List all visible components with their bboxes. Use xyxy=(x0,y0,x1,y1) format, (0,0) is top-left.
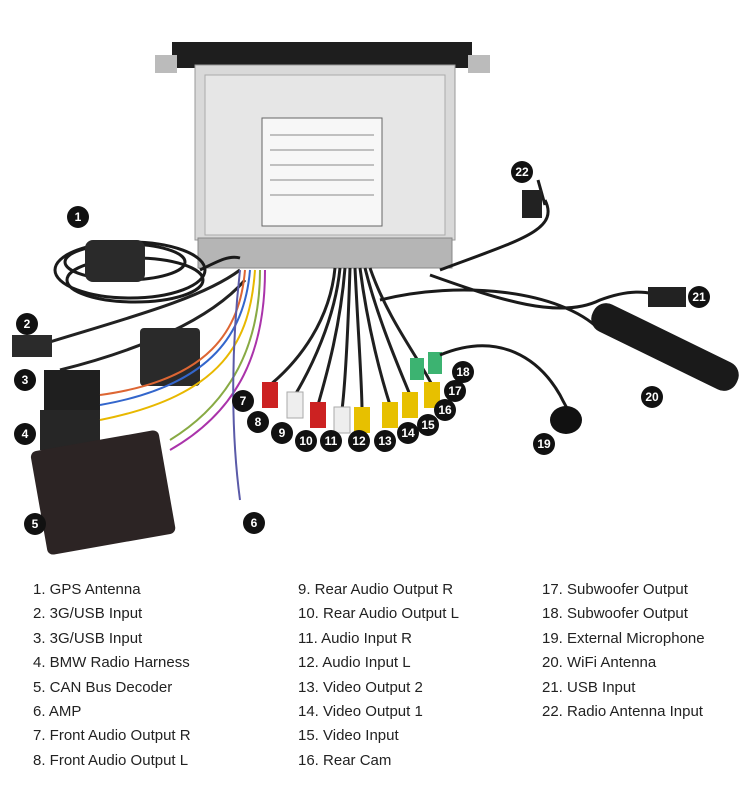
callout-badge-4: 4 xyxy=(14,423,36,445)
callout-badge-17: 17 xyxy=(444,380,466,402)
legend-item: 15. Video Input xyxy=(298,727,399,745)
legend-item: 6. AMP xyxy=(33,702,82,720)
callout-badge-5: 5 xyxy=(24,513,46,535)
canbus-decoder-box xyxy=(30,430,176,555)
legend-item: 5. CAN Bus Decoder xyxy=(33,678,173,696)
callout-badge-10: 10 xyxy=(295,430,317,452)
legend-item: 11. Audio Input R xyxy=(298,629,412,647)
legend-column-1: 1. GPS Antenna 2. 3G/USB Input 3. 3G/USB… xyxy=(33,578,191,773)
microphone-head xyxy=(550,406,582,434)
callout-badge-3: 3 xyxy=(14,369,36,391)
legend-item: 22. Radio Antenna Input xyxy=(542,702,703,720)
callout-badge-19: 19 xyxy=(533,433,555,455)
callout-badge-2: 2 xyxy=(16,313,38,335)
legend-item: 18. Subwoofer Output xyxy=(542,605,688,623)
callout-badge-21: 21 xyxy=(688,286,710,308)
callout-badge-12: 12 xyxy=(348,430,370,452)
legend-item: 2. 3G/USB Input xyxy=(33,605,143,623)
legend-item: 9. Rear Audio Output R xyxy=(298,581,454,598)
gps-puck xyxy=(85,240,145,282)
legend-item: 4. BMW Radio Harness xyxy=(33,654,190,672)
wiring-illustration xyxy=(12,42,739,555)
callout-badge-18: 18 xyxy=(452,361,474,383)
product-figure: 1 2 3 4 5 6 7 8 9 10 11 12 13 14 15 16 1… xyxy=(12,42,739,555)
legend-item: 3. 3G/USB Input xyxy=(33,629,143,647)
legend-column-2: 9. Rear Audio Output R 10. Rear Audio Ou… xyxy=(298,578,459,773)
legend-item: 7. Front Audio Output R xyxy=(33,727,191,745)
callout-badge-9: 9 xyxy=(271,422,293,444)
rca-plugs xyxy=(262,352,442,434)
harness-block-a xyxy=(44,370,100,410)
legend-item: 1. GPS Antenna xyxy=(33,581,141,598)
wifi-antenna-stick xyxy=(591,303,739,391)
legend-item: 8. Front Audio Output L xyxy=(33,751,189,769)
legend-item: 21. USB Input xyxy=(542,678,636,696)
legend-item: 19. External Microphone xyxy=(542,629,705,647)
rca-bundle xyxy=(269,267,434,411)
legend-item: 12. Audio Input L xyxy=(298,654,411,672)
head-unit xyxy=(155,42,490,269)
callout-badge-8: 8 xyxy=(247,411,269,433)
callout-badge-6: 6 xyxy=(243,512,265,534)
legend-item: 10. Rear Audio Output L xyxy=(298,605,459,623)
radio-antenna-plug xyxy=(522,190,542,218)
legend-item: 20. WiFi Antenna xyxy=(542,654,657,672)
callout-badge-20: 20 xyxy=(641,386,663,408)
callout-badge-15: 15 xyxy=(417,414,439,436)
usb-input-plug xyxy=(648,287,686,307)
callout-badge-14: 14 xyxy=(397,422,419,444)
callout-badge-7: 7 xyxy=(232,390,254,412)
legend-item: 14. Video Output 1 xyxy=(298,702,423,720)
legend-column-3: 17. Subwoofer Output 18. Subwoofer Outpu… xyxy=(542,578,705,724)
legend-item: 13. Video Output 2 xyxy=(298,678,423,696)
legend-item: 16. Rear Cam xyxy=(298,751,392,769)
callout-badge-13: 13 xyxy=(374,430,396,452)
callout-badge-1: 1 xyxy=(67,206,89,228)
usb-plug-a xyxy=(12,335,52,357)
callout-badge-16: 16 xyxy=(434,399,456,421)
callout-badge-22: 22 xyxy=(511,161,533,183)
parts-legend: 1. GPS Antenna 2. 3G/USB Input 3. 3G/USB… xyxy=(0,578,750,788)
callout-badge-11: 11 xyxy=(320,430,342,452)
harness-wires xyxy=(99,269,266,501)
harness-module xyxy=(140,328,200,386)
legend-item: 17. Subwoofer Output xyxy=(542,581,688,598)
